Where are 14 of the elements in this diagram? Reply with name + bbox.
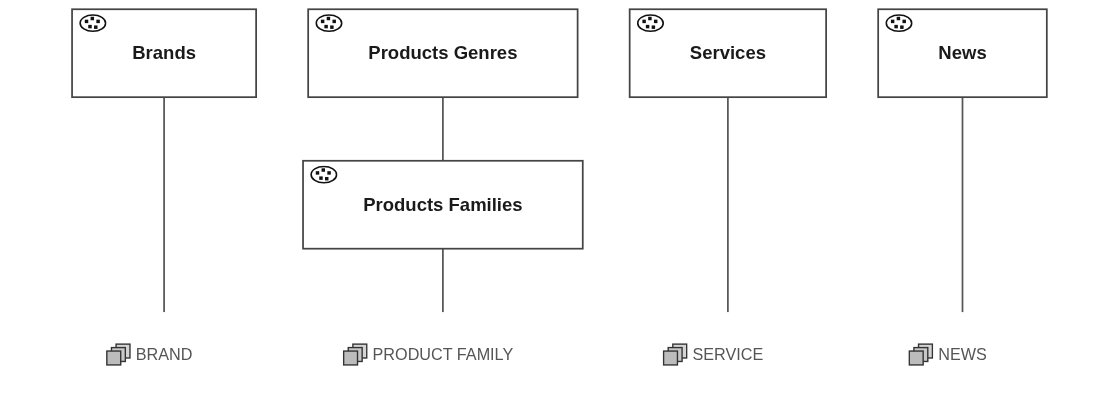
node-text: PRODUCT FAMILY <box>372 344 514 364</box>
node-box: Services <box>628 8 827 99</box>
node-text: NEWS <box>938 344 987 364</box>
node-box: News <box>877 8 1048 99</box>
node-text: BRAND <box>135 344 193 364</box>
connector <box>727 96 729 314</box>
node-box: Products Families <box>302 159 584 250</box>
node-box: Products Genres <box>307 8 579 99</box>
connector <box>961 96 964 314</box>
node-box: Brands <box>71 8 257 99</box>
connector <box>442 96 444 162</box>
connector <box>163 96 165 314</box>
node-text: SERVICE <box>692 344 764 364</box>
connector <box>442 247 444 314</box>
